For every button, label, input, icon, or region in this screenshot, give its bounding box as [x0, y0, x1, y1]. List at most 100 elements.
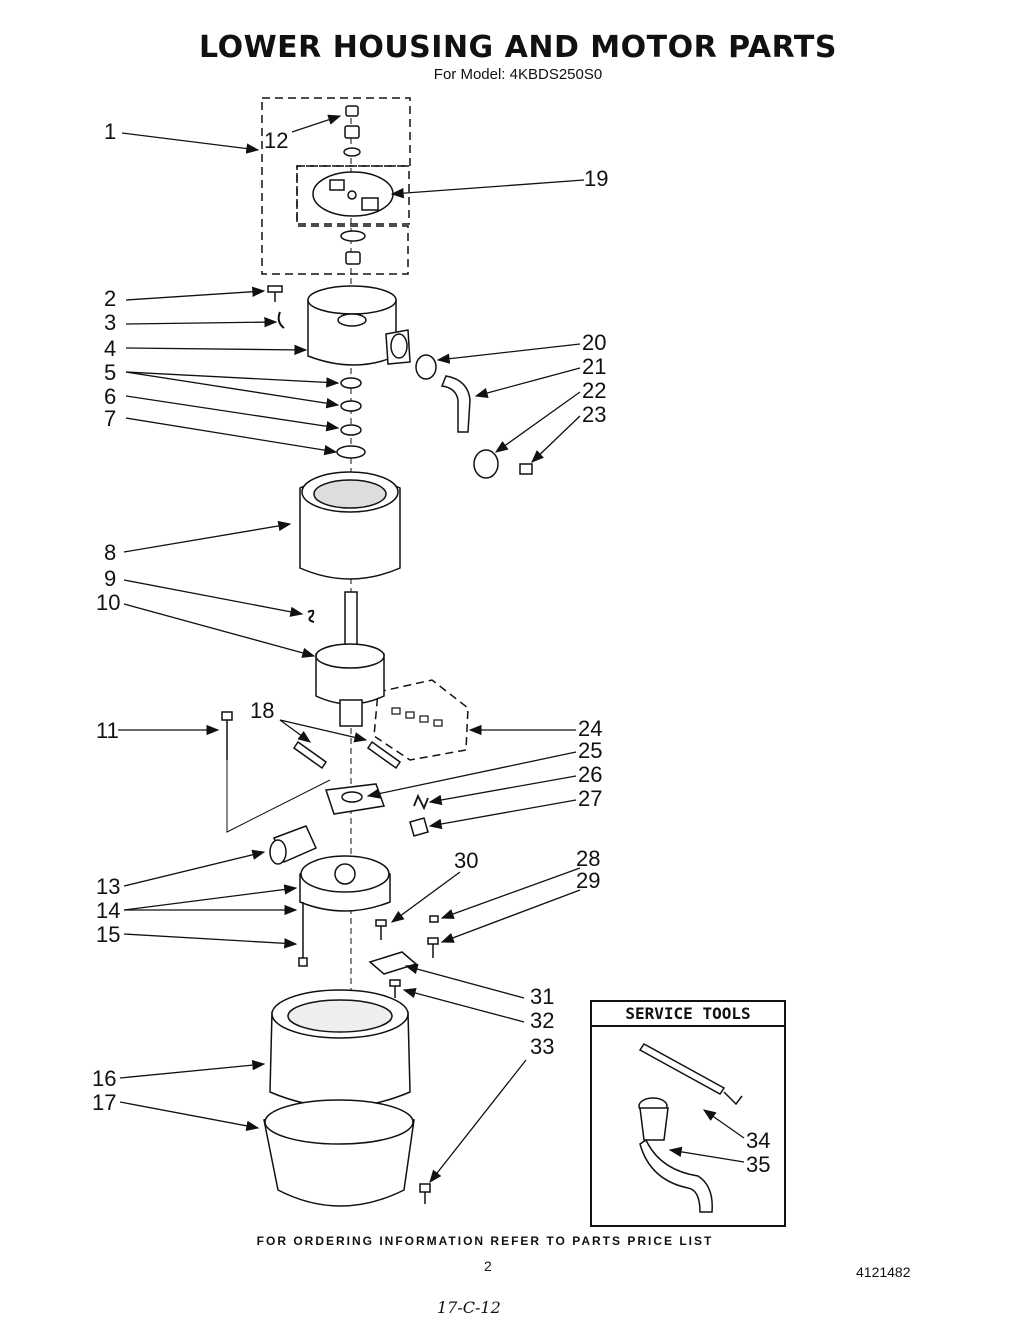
- assembly-boxes: [261, 97, 469, 761]
- callout-24: 24: [578, 716, 602, 741]
- leader-30: [390, 871, 461, 923]
- callout-9: 9: [104, 566, 116, 591]
- part-12-nut-stack: [343, 105, 361, 157]
- callout-35: 35: [746, 1152, 770, 1177]
- part-15-long-screw: [298, 902, 308, 967]
- callout-20: 20: [582, 330, 606, 355]
- part-18-springs: [292, 740, 402, 770]
- callout-27: 27: [578, 786, 602, 811]
- parts-20-23-drain: [415, 354, 533, 479]
- ordering-info-footer: FOR ORDERING INFORMATION REFER TO PARTS …: [256, 1234, 714, 1248]
- part-13-capacitor: [269, 825, 317, 865]
- page-title: LOWER HOUSING AND MOTOR PARTS: [199, 30, 837, 65]
- leader-8: [123, 520, 292, 553]
- handwritten-note: 17-C-12: [437, 1298, 501, 1317]
- callout-32: 32: [530, 1008, 554, 1033]
- service-tools-title: SERVICE TOOLS: [625, 1004, 751, 1023]
- callout-numbers: 1 2 3 4 5 6 7 8 9 10 11 12 13 14 15 16 1…: [92, 119, 770, 1177]
- part-25-switch-plate: [324, 783, 386, 815]
- callout-18: 18: [250, 698, 274, 723]
- leader-lines: [118, 114, 745, 1184]
- leader-15: [123, 933, 298, 949]
- part-16-lower-housing: [269, 989, 411, 1108]
- part-2-screw: [267, 285, 283, 302]
- leader-5a: [125, 371, 340, 388]
- part-11-long-bolt: [221, 711, 233, 760]
- callout-3: 3: [104, 310, 116, 335]
- terminal-block-box: [373, 679, 469, 761]
- callout-7: 7: [104, 406, 116, 431]
- leader-31: [404, 964, 525, 999]
- leader-22: [494, 391, 581, 453]
- callout-26: 26: [578, 762, 602, 787]
- part-9-spring-clip: [307, 609, 315, 623]
- parts-5-6-7-washers: [336, 377, 366, 459]
- leader-9: [123, 579, 304, 617]
- callout-10: 10: [96, 590, 120, 615]
- callout-12: 12: [264, 128, 288, 153]
- callout-5: 5: [104, 360, 116, 385]
- callout-1: 1: [104, 119, 116, 144]
- part-34-wrench: [638, 1043, 743, 1106]
- callout-22: 22: [582, 378, 606, 403]
- leader-2: [125, 286, 266, 301]
- callout-11: 11: [96, 718, 119, 743]
- leader-34: [702, 1109, 745, 1139]
- part-32-screw: [389, 979, 401, 998]
- leader-28: [440, 867, 581, 919]
- leader-27: [428, 799, 577, 830]
- leader-13: [123, 849, 266, 887]
- parts-28-30-screws: [375, 915, 439, 958]
- leader-20: [436, 343, 581, 364]
- part-33-screw: [419, 1183, 431, 1204]
- leader-14a: [123, 884, 298, 911]
- part-35-drain-tube: [638, 1097, 713, 1213]
- leader-17: [119, 1101, 260, 1131]
- leader-33: [429, 1059, 527, 1184]
- impeller-assembly-box: [261, 97, 411, 275]
- part-8-stator-shell: [299, 471, 401, 580]
- part-10-rotor-shaft: [315, 591, 385, 727]
- service-tools-box: [590, 1000, 786, 1227]
- part-14-end-bell: [299, 855, 391, 912]
- leader-1: [121, 132, 260, 154]
- leader-29: [440, 889, 581, 943]
- callout-19: 19: [584, 166, 608, 191]
- part-4-grind-housing: [307, 285, 411, 366]
- callout-4: 4: [104, 336, 116, 361]
- leader-6: [125, 395, 340, 432]
- leader-21: [474, 367, 581, 398]
- leader-18a: [279, 719, 312, 743]
- leader-7: [125, 417, 338, 456]
- leader-26: [428, 775, 577, 806]
- callout-29: 29: [576, 868, 600, 893]
- callout-21: 21: [582, 354, 606, 379]
- part-27-connector: [409, 817, 429, 837]
- callout-6: 6: [104, 384, 116, 409]
- callout-25: 25: [578, 738, 602, 763]
- callout-31: 31: [530, 984, 554, 1009]
- leader-18b: [279, 719, 368, 743]
- document-number: 4121482: [856, 1264, 911, 1280]
- callout-28: 28: [576, 846, 600, 871]
- leader-4: [125, 344, 308, 356]
- turntable-box: [296, 165, 410, 225]
- callout-17: 17: [92, 1090, 116, 1115]
- part-31-cover-plate: [368, 951, 418, 975]
- part-26-clip: [413, 793, 429, 811]
- leader-10: [123, 603, 316, 658]
- leader-19: [390, 179, 585, 199]
- part-19-turntable: [312, 171, 394, 217]
- leader-3: [125, 316, 278, 328]
- leader-35: [668, 1146, 745, 1163]
- leader-32: [402, 987, 525, 1023]
- callout-8: 8: [104, 540, 116, 565]
- leader-5b: [125, 371, 340, 409]
- callout-30: 30: [454, 848, 478, 873]
- callout-23: 23: [582, 402, 606, 427]
- leader-23: [531, 415, 581, 463]
- callout-33: 33: [530, 1034, 554, 1059]
- callout-14: 14: [96, 898, 120, 923]
- bolt-guide-line: [226, 760, 331, 833]
